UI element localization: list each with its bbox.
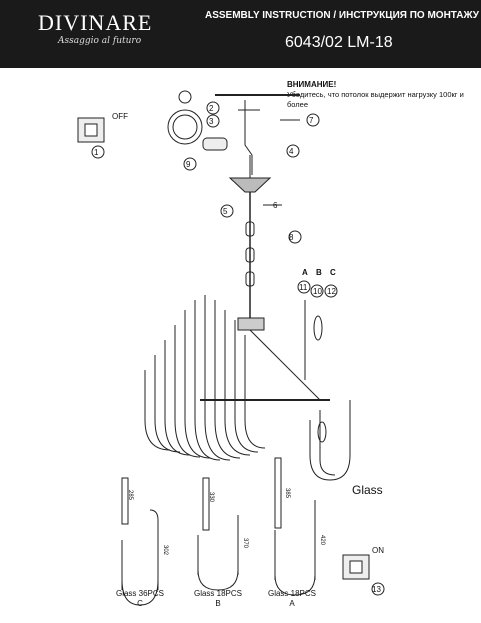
glass-part-b: Glass 18PCS B bbox=[188, 589, 248, 609]
step-10-number: 10 bbox=[313, 287, 322, 296]
glass-c-straight-length: 285 bbox=[127, 490, 133, 501]
header-bar: DIVINARE Assaggio al futuro ASSEMBLY INS… bbox=[0, 0, 481, 68]
glass-a-u-length: 420 bbox=[319, 535, 325, 546]
column-letter-c: C bbox=[330, 268, 336, 277]
glass-part-b-label: Glass 18PCS bbox=[193, 589, 243, 598]
column-letter-b: B bbox=[316, 268, 322, 277]
step-7-number: 7 bbox=[309, 116, 314, 125]
step-12-number: 12 bbox=[327, 287, 336, 296]
switch-off-label: OFF bbox=[112, 112, 128, 121]
document-title: ASSEMBLY INSTRUCTION / ИНСТРУКЦИЯ ПО МОН… bbox=[205, 10, 479, 21]
step-1-number: 1 bbox=[94, 148, 99, 157]
glass-c-u-length: 302 bbox=[162, 545, 168, 556]
glass-part-b-letter: B bbox=[215, 599, 221, 608]
step-13-number: 13 bbox=[372, 585, 381, 594]
step-11-number: 11 bbox=[299, 283, 308, 292]
model-number: 6043/02 LM-18 bbox=[285, 34, 393, 51]
glass-b-straight-length: 330 bbox=[208, 492, 214, 503]
glass-part-a-letter: A bbox=[289, 599, 295, 608]
glass-part-c-letter: C bbox=[137, 599, 143, 608]
warning-text: Убедитесь, что потолок выдержит нагрузку… bbox=[287, 90, 464, 109]
step-8-number: 8 bbox=[289, 233, 294, 242]
glass-part-c: Glass 36PCS C bbox=[110, 589, 170, 609]
switch-on-label: ON bbox=[372, 546, 384, 555]
step-2-number: 2 bbox=[209, 104, 214, 113]
brand-logo: DIVINARE bbox=[38, 10, 153, 35]
brand-tagline: Assaggio al futuro bbox=[58, 36, 142, 46]
step-6-number: 6 bbox=[273, 201, 278, 210]
glass-label: Glass bbox=[352, 483, 383, 497]
glass-b-u-length: 370 bbox=[242, 538, 248, 549]
warning-title: ВНИМАНИЕ! bbox=[287, 80, 337, 89]
glass-part-a: Glass 18PCS A bbox=[262, 589, 322, 609]
glass-part-a-label: Glass 18PCS bbox=[267, 589, 317, 598]
step-5-number: 5 bbox=[223, 207, 228, 216]
step-9-number: 9 bbox=[186, 160, 191, 169]
step-4-number: 4 bbox=[289, 147, 294, 156]
glass-a-straight-length: 385 bbox=[284, 488, 290, 499]
step-3-number: 3 bbox=[209, 117, 214, 126]
column-letter-a: A bbox=[302, 268, 308, 277]
glass-part-c-label: Glass 36PCS bbox=[115, 589, 165, 598]
